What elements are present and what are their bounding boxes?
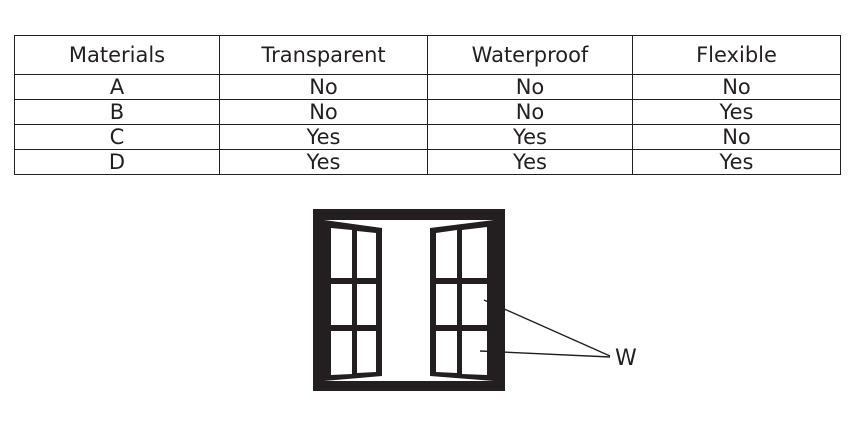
cell-waterproof: Yes — [427, 149, 633, 175]
pointer-line-lower — [479, 350, 611, 358]
cell-waterproof: No — [427, 99, 633, 125]
cell-material: B — [14, 99, 220, 125]
cell-transparent: Yes — [219, 124, 428, 150]
table-row: A No No No — [14, 74, 841, 100]
cell-transparent: Yes — [219, 149, 428, 175]
right-window-sash — [430, 220, 494, 381]
materials-table: Materials Transparent Waterproof Flexibl… — [14, 35, 841, 175]
cell-flexible: Yes — [632, 99, 841, 125]
left-window-sash — [324, 220, 382, 381]
pointer-line-upper — [483, 299, 611, 357]
table-row: D Yes Yes Yes — [14, 149, 841, 175]
column-header-flexible: Flexible — [632, 35, 841, 75]
cell-material: D — [14, 149, 220, 175]
window-part-label: W — [615, 346, 637, 371]
cell-flexible: No — [632, 74, 841, 100]
label-pointer-lines — [479, 299, 611, 358]
table-row: B No No Yes — [14, 99, 841, 125]
cell-waterproof: Yes — [427, 124, 633, 150]
column-header-transparent: Transparent — [219, 35, 428, 75]
cell-waterproof: No — [427, 74, 633, 100]
cell-material: C — [14, 124, 220, 150]
cell-flexible: No — [632, 124, 841, 150]
cell-flexible: Yes — [632, 149, 841, 175]
table-row: C Yes Yes No — [14, 124, 841, 150]
cell-transparent: No — [219, 99, 428, 125]
column-header-materials: Materials — [14, 35, 220, 75]
table-header-row: Materials Transparent Waterproof Flexibl… — [14, 35, 841, 75]
